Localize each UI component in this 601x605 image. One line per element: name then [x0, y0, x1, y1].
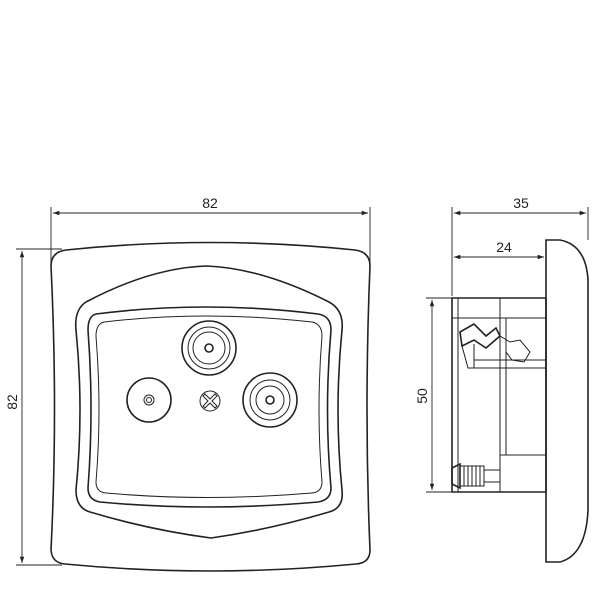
cover-profile: [545, 239, 589, 563]
radio-socket: [126, 377, 172, 423]
side-depth-inner-dimension: 24: [454, 239, 544, 260]
front-view: 82 82: [4, 195, 371, 572]
sat-socket: [242, 372, 298, 428]
insert-face: [95, 315, 323, 498]
front-width-label: 82: [202, 195, 218, 211]
front-height-label: 82: [4, 394, 20, 410]
front-height-dimension: 82: [4, 248, 62, 566]
mounting-claw: [459, 323, 501, 350]
screw-icon: [199, 390, 221, 412]
outer-frame: [50, 241, 371, 572]
side-depth-inner-label: 24: [496, 239, 512, 255]
claw-screw-icon: [451, 462, 501, 490]
mechanism-body: [451, 297, 547, 493]
insert-rim: [87, 306, 332, 508]
insert-outer: [74, 265, 344, 539]
side-height-dimension: 50: [414, 297, 452, 493]
side-depth-total-label: 35: [513, 195, 529, 211]
side-view: 35 24 50: [414, 195, 589, 563]
tv-socket: [181, 320, 237, 376]
side-height-label: 50: [414, 388, 430, 404]
side-depth-total-dimension: 35: [451, 195, 589, 296]
front-width-dimension: 82: [50, 195, 371, 262]
